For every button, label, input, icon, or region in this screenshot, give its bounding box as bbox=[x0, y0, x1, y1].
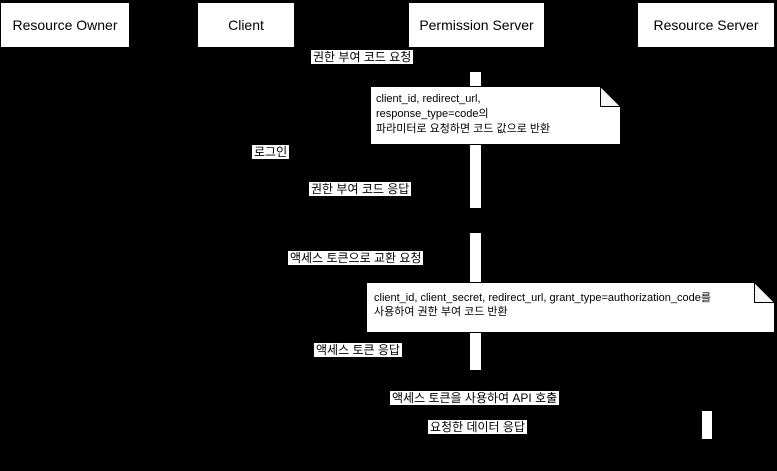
note-fold-corner-icon bbox=[754, 282, 775, 303]
note-authorization-request-params: client_id, redirect_url, response_type=c… bbox=[370, 86, 621, 145]
note-text: client_id, redirect_url, response_type=c… bbox=[376, 93, 551, 135]
note-shape bbox=[370, 86, 621, 145]
message-auth-code-response: 권한 부여 코드 응답 bbox=[309, 182, 412, 196]
actor-label-permission-server: Permission Server bbox=[419, 17, 534, 33]
actor-box-resource-owner: Resource Owner bbox=[0, 2, 130, 48]
activation-bar-resource-server bbox=[702, 411, 712, 439]
actor-box-client: Client bbox=[197, 2, 295, 48]
note-shape bbox=[366, 282, 775, 333]
actor-box-resource-server: Resource Server bbox=[637, 2, 775, 48]
actor-label-resource-owner: Resource Owner bbox=[12, 17, 118, 33]
actor-label-resource-server: Resource Server bbox=[653, 17, 759, 33]
note-fold-corner-icon bbox=[600, 86, 621, 107]
message-access-token-response: 액세스 토큰 응답 bbox=[314, 343, 402, 357]
message-api-call-with-token: 액세스 토큰을 사용하여 API 호출 bbox=[390, 391, 560, 405]
message-token-exchange-request: 액세스 토큰으로 교환 요청 bbox=[288, 251, 424, 265]
message-auth-code-request: 권한 부여 코드 요청 bbox=[311, 50, 414, 64]
note-text: client_id, client_secret, redirect_url, … bbox=[374, 292, 711, 318]
message-login: 로그인 bbox=[252, 145, 290, 159]
actor-box-permission-server: Permission Server bbox=[408, 2, 545, 48]
actor-label-client: Client bbox=[228, 17, 264, 33]
note-token-request-params: client_id, client_secret, redirect_url, … bbox=[366, 282, 775, 333]
message-requested-data-response: 요청한 데이터 응답 bbox=[428, 420, 527, 434]
